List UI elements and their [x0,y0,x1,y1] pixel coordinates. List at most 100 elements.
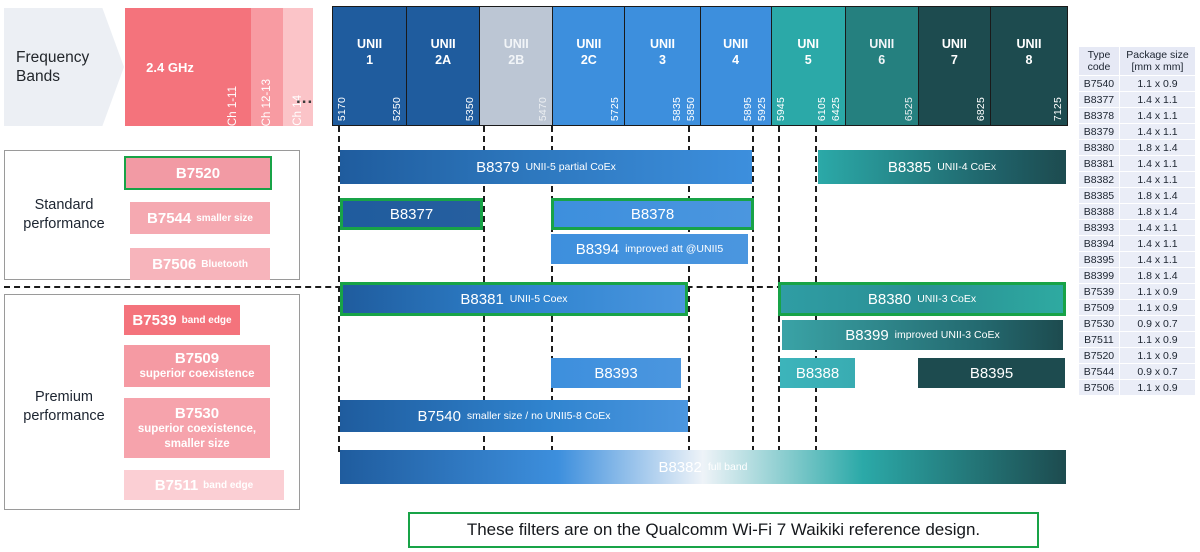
filter-bar-code: B8388 [795,364,840,382]
band-freq-low: 5945 [774,96,787,121]
filter-bar-b8395[interactable]: B8395 [918,358,1065,388]
product-chip-b7520[interactable]: B7520 [124,156,272,190]
table-cell-type-code: B8380 [1078,139,1120,157]
product-chip-code: B7544 [147,209,192,227]
band-freq-high: 5470 [537,96,550,121]
table-cell-package-size: 1.1 x 0.9 [1118,379,1197,397]
table-cell-package-size: 1.1 x 0.9 [1118,331,1197,349]
table-cell-type-code: B8399 [1078,267,1120,285]
band-24ghz-sub-2: Ch 14 [283,8,313,126]
table-header-cell-1: Package size[mm x mm] [1118,45,1197,77]
band-freq-high: 5925 [755,96,768,121]
band-freq-high: 5250 [391,96,404,121]
band-freq-high: 7125 [1052,96,1064,121]
table-cell-package-size: 1.8 x 1.4 [1118,267,1197,285]
footnote-text: These filters are on the Qualcomm Wi-Fi … [466,520,981,539]
band-freq-mid: 5835 [670,96,683,121]
band-24ghz-label: 2.4 GHz [146,59,194,75]
band-24ghz-sub-label: Ch 1-11 [227,85,239,126]
filter-bar-b8377[interactable]: B8377 [340,198,483,230]
product-chip-code: B7509 [174,350,220,368]
filter-bar-b8393[interactable]: B8393 [551,358,681,388]
filter-bar-code: B8378 [630,205,675,223]
table-cell-type-code: B8379 [1078,123,1120,141]
band-freq-high: 5850 [684,96,697,121]
table-cell-type-code: B7540 [1078,75,1120,93]
table-cell-package-size: 1.1 x 0.9 [1118,75,1197,93]
filter-bar-code: B8381 [460,290,504,308]
table-cell-type-code: B7520 [1078,347,1120,365]
vertical-guide-0 [338,126,340,452]
table-cell-type-code: B8388 [1078,203,1120,221]
table-cell-package-size: 0.9 x 0.7 [1118,363,1197,381]
filter-bar-b8388[interactable]: B8388 [780,358,855,388]
filter-bar-code: B8380 [867,290,912,308]
product-chip-note: superior coexistence [139,368,255,381]
product-chip-code: B7511 [154,476,199,494]
band-freq-mid: 5895 [741,96,754,121]
band-24ghz-sub-1: Ch 12-13 [251,8,283,126]
table-cell-package-size: 0.9 x 0.7 [1118,315,1197,333]
filter-bar-b8378[interactable]: B8378 [551,198,754,230]
table-cell-package-size: 1.1 x 0.9 [1118,299,1197,317]
filter-bar-note: UNII-4 CoEx [937,161,997,173]
table-cell-type-code: B7511 [1078,331,1120,349]
table-cell-package-size: 1.8 x 1.4 [1118,187,1197,205]
band-freq-high: 5725 [609,96,622,121]
filter-bar-code: B8377 [389,205,434,223]
table-cell-package-size: 1.4 x 1.1 [1118,235,1197,253]
table-cell-type-code: B8393 [1078,219,1120,237]
filter-bar-code: B8399 [845,326,889,344]
table-cell-package-size: 1.4 x 1.1 [1118,91,1197,109]
table-cell-package-size: 1.8 x 1.4 [1118,203,1197,221]
